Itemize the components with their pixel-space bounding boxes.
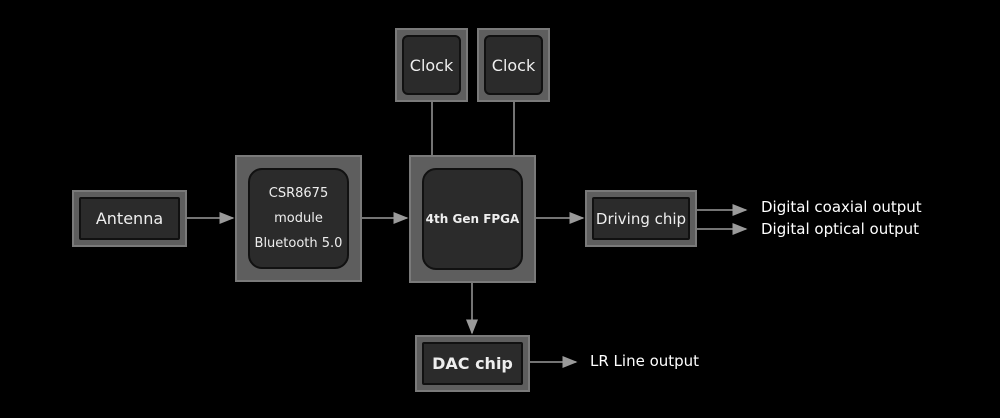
fpga-inner: 4th Gen FPGA [422,168,523,270]
clock-block-1: Clock [395,28,468,102]
driving-label: Driving chip [595,209,687,228]
csr-block: CSR8675 module Bluetooth 5.0 [235,155,362,282]
clock2-label: Clock [491,55,536,75]
csr-line2: module [274,211,323,226]
antenna-label: Antenna [95,209,164,228]
line-output-label: LR Line output [590,352,700,370]
antenna-block: Antenna [72,190,187,247]
csr-line1: CSR8675 [268,186,329,201]
clock2-inner: Clock [484,35,543,95]
csr-line3: Bluetooth 5.0 [254,236,343,251]
fpga-label: 4th Gen FPGA [425,212,520,226]
driving-chip-block: Driving chip [585,190,697,247]
fpga-block: 4th Gen FPGA [409,155,536,283]
dac-chip-block: DAC chip [415,335,530,392]
clock-block-2: Clock [477,28,550,102]
clock1-inner: Clock [402,35,461,95]
antenna-inner: Antenna [79,197,180,240]
csr-inner: CSR8675 module Bluetooth 5.0 [248,168,349,269]
coaxial-output-label: Digital coaxial output [761,198,922,216]
dac-label: DAC chip [432,354,513,373]
dac-inner: DAC chip [422,342,523,385]
clock1-label: Clock [409,55,454,75]
optical-output-label: Digital optical output [761,220,920,238]
driving-inner: Driving chip [592,197,690,240]
